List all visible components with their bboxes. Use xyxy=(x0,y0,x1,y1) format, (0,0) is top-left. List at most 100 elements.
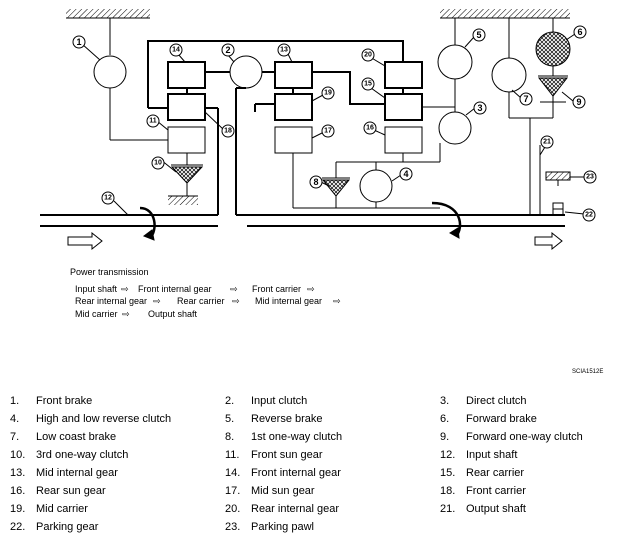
pt-arrow-icon: ⇨ xyxy=(333,296,341,306)
legend-number: 15. xyxy=(440,467,456,479)
callout-2: 2 xyxy=(225,45,230,55)
mid-sun-gear xyxy=(274,126,313,154)
pt-mid-carrier: Mid carrier xyxy=(75,309,118,319)
callout-23: 23 xyxy=(586,174,594,181)
legend-label: Rear sun gear xyxy=(36,485,106,497)
callout-16: 16 xyxy=(366,125,374,132)
legend-number: 4. xyxy=(10,413,20,425)
pt-arrow-icon: ⇨ xyxy=(122,309,130,319)
pt-arrow-icon: ⇨ xyxy=(121,284,129,294)
rear-internal-gear xyxy=(384,61,423,89)
legend-label: Direct clutch xyxy=(466,395,527,407)
callout-5: 5 xyxy=(476,30,481,40)
legend-label: Low coast brake xyxy=(36,431,117,443)
legend-label: Mid carrier xyxy=(36,503,88,515)
legend-number: 18. xyxy=(440,485,456,497)
legend-number: 23. xyxy=(225,521,241,533)
legend-number: 17. xyxy=(225,485,241,497)
callout-9: 9 xyxy=(576,97,581,107)
pt-rear-internal-gear: Rear internal gear xyxy=(75,296,148,306)
legend-number: 20. xyxy=(225,503,241,515)
legend-label: Rear internal gear xyxy=(251,503,340,515)
figure-code: SCIA1512E xyxy=(572,369,604,375)
input-clutch xyxy=(229,55,263,89)
legend-label: Front brake xyxy=(36,395,93,407)
legend-number: 1. xyxy=(10,395,20,407)
legend-label: Input shaft xyxy=(466,449,518,461)
mid-internal-gear xyxy=(274,61,313,89)
legend-number: 22. xyxy=(10,521,26,533)
callout-20: 20 xyxy=(364,52,372,59)
power-transmission-title: Power transmission xyxy=(70,267,149,277)
legend-number: 5. xyxy=(225,413,235,425)
rear-sun-gear xyxy=(384,126,423,154)
front-brake xyxy=(93,55,127,89)
callout-7: 7 xyxy=(523,94,528,104)
callout-15: 15 xyxy=(364,81,372,88)
legend-number: 21. xyxy=(440,503,456,515)
legend-number: 10. xyxy=(10,449,26,461)
legend-label: Reverse brake xyxy=(251,413,323,425)
legend-label: Forward one-way clutch xyxy=(466,431,583,443)
pt-arrow-icon: ⇨ xyxy=(307,284,315,294)
callout-22: 22 xyxy=(585,212,593,219)
legend-label: Rear carrier xyxy=(466,467,525,479)
forward-brake xyxy=(535,31,571,67)
legend-label: High and low reverse clutch xyxy=(36,413,172,425)
legend-number: 14. xyxy=(225,467,241,479)
legend-label: Mid internal gear xyxy=(36,467,118,479)
legend-number: 7. xyxy=(10,431,20,443)
input-arrow xyxy=(67,231,103,251)
forward-one-way-clutch xyxy=(537,77,569,97)
legend-label: Mid sun gear xyxy=(251,485,315,497)
legend-label: Front carrier xyxy=(466,485,526,497)
legend-number: 3. xyxy=(440,395,450,407)
front-carrier xyxy=(167,93,206,121)
pt-mid-internal-gear: Mid internal gear xyxy=(255,296,323,306)
pt-arrow-icon: ⇨ xyxy=(230,284,238,294)
legend-number: 9. xyxy=(440,431,450,443)
legend-number: 8. xyxy=(225,431,235,443)
callout-8: 8 xyxy=(313,177,318,187)
callout-13: 13 xyxy=(280,47,288,54)
callout-19: 19 xyxy=(324,90,332,97)
legend-number: 12. xyxy=(440,449,456,461)
high-low-reverse-clutch xyxy=(359,169,393,203)
third-one-way-clutch xyxy=(170,166,204,184)
callout-11: 11 xyxy=(149,118,157,125)
legend-label: Output shaft xyxy=(466,503,526,515)
callout-10: 10 xyxy=(154,160,162,167)
rear-carrier xyxy=(384,93,423,121)
pt-front-internal-gear: Front internal gear xyxy=(138,284,212,294)
output-arrow xyxy=(534,231,563,251)
direct-clutch xyxy=(438,111,472,145)
callout-18: 18 xyxy=(224,128,232,135)
callout-3: 3 xyxy=(477,103,482,113)
parking-pawl xyxy=(545,171,571,181)
legend-number: 16. xyxy=(10,485,26,497)
front-internal-gear xyxy=(167,61,206,89)
front-sun-gear xyxy=(167,126,206,154)
pt-input-shaft: Input shaft xyxy=(75,284,118,294)
legend-number: 13. xyxy=(10,467,26,479)
legend-label: Parking pawl xyxy=(251,521,314,533)
legend-label: Parking gear xyxy=(36,521,99,533)
legend-label: Forward brake xyxy=(466,413,537,425)
housing-hatch-right xyxy=(440,9,570,18)
legend-label: Front internal gear xyxy=(251,467,341,479)
pt-arrow-icon: ⇨ xyxy=(232,296,240,306)
callout-21: 21 xyxy=(543,139,551,146)
callout-4: 4 xyxy=(403,169,408,179)
legend-number: 19. xyxy=(10,503,26,515)
transmission-schematic: 1 2 3 4 5 6 7 8 9 10 11 12 13 14 15 16 1… xyxy=(40,9,597,251)
mid-carrier xyxy=(274,93,313,121)
pt-rear-carrier: Rear carrier xyxy=(177,296,225,306)
housing-hatch-bottom xyxy=(168,196,198,205)
callout-12: 12 xyxy=(104,195,112,202)
legend-number: 2. xyxy=(225,395,235,407)
legend-label: Front sun gear xyxy=(251,449,323,461)
callout-14: 14 xyxy=(172,47,180,54)
legend-number: 11. xyxy=(225,449,240,461)
housing-hatch-left xyxy=(66,9,150,18)
legend-label: 1st one-way clutch xyxy=(251,431,343,443)
